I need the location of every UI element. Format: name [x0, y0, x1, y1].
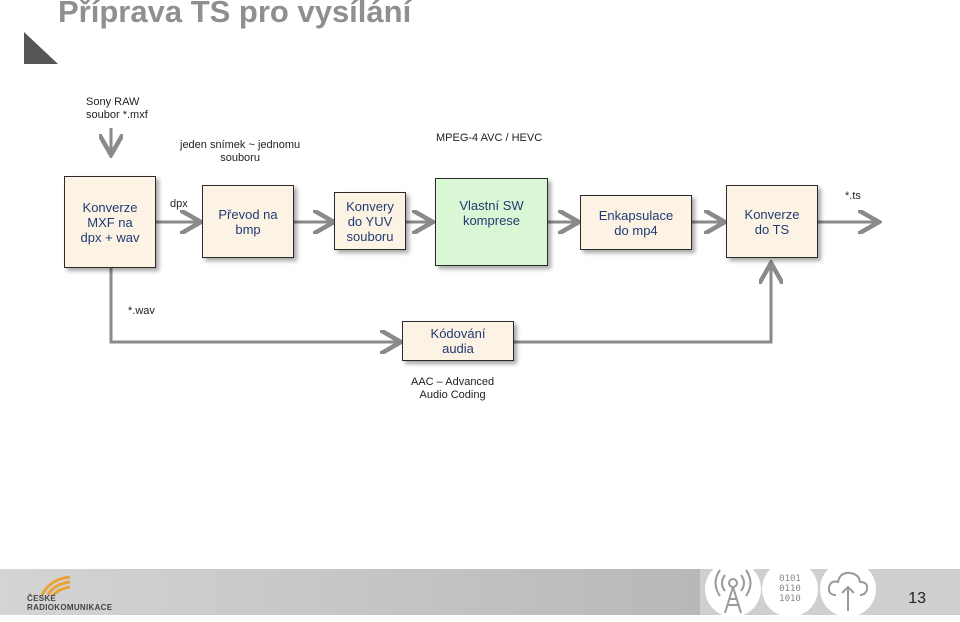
- box-mxf-label: Konverze MXF na dpx + wav: [80, 199, 140, 245]
- box-yuv-conversion: Konvery do YUV souboru: [334, 192, 406, 250]
- page-title: Příprava TS pro vysílání: [58, 0, 412, 29]
- codec-label: MPEG-4 AVC / HEVC: [436, 132, 543, 144]
- box-ts-label: Konverze do TS: [744, 206, 800, 237]
- source-label: Sony RAW soubor *.mxf: [86, 96, 148, 121]
- page-number: 13: [908, 590, 926, 607]
- box-ts-conversion: Konverze do TS: [726, 185, 818, 258]
- box-bmp-conversion: Převod na bmp: [202, 185, 294, 258]
- box-mxf-conversion: Konverze MXF na dpx + wav: [64, 176, 156, 268]
- wav-label: *.wav: [128, 305, 155, 317]
- box-audio-label: Kódování audia: [430, 326, 486, 356]
- box-bmp-label: Převod na bmp: [218, 206, 278, 237]
- box-sw-label: Vlastní SW komprese: [459, 198, 524, 228]
- company-logo-icon: [40, 575, 71, 596]
- box-mp4-label: Enkapsulace do mp4: [598, 207, 674, 238]
- box-audio-encoding: Kódování audia: [402, 321, 514, 361]
- dpx-label: dpx: [170, 198, 188, 210]
- cloud-upload-icon: [820, 561, 876, 617]
- box-sw-compression: Vlastní SW komprese: [435, 178, 548, 266]
- ts-label: *.ts: [845, 190, 861, 202]
- corner-triangle: [24, 32, 58, 64]
- aac-label: AAC – Advanced Audio Coding: [411, 376, 495, 401]
- binary-icon: 0101 0110 1010: [762, 561, 818, 617]
- antenna-icon: [705, 561, 761, 617]
- footer-gradient: [0, 569, 700, 615]
- box-yuv-label: Konvery do YUV souboru: [346, 198, 394, 244]
- frame-label: jeden snímek ~ jednomu souboru: [180, 139, 301, 164]
- binary-icon-text: 0101 0110 1010: [779, 574, 801, 604]
- company-logo-text: ČESKÉ RADIOKOMUNIKACE: [27, 594, 113, 612]
- box-mp4-encapsulation: Enkapsulace do mp4: [580, 195, 692, 250]
